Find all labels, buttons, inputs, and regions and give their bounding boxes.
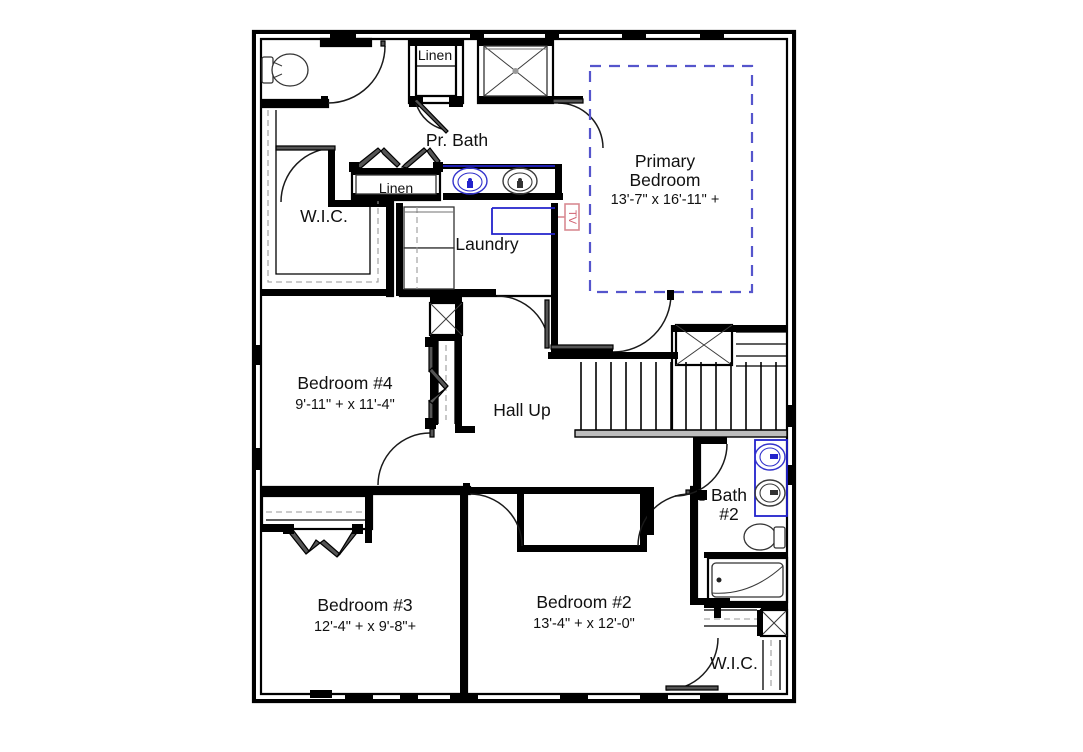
room-label-bedroom-4: Bedroom #4 <box>297 373 393 393</box>
wic-primary-walls <box>261 145 395 298</box>
sink-right-icon <box>502 167 538 195</box>
wic-primary-shelving <box>267 110 379 283</box>
room-label-primary-bedroom-line1: Primary <box>635 151 696 171</box>
room-label-hall-up: Hall Up <box>493 400 550 420</box>
washer-dryer-icon <box>403 206 455 290</box>
room-label-wic-primary: W.I.C. <box>300 206 348 226</box>
wic-bedroom2-walls <box>704 606 789 690</box>
room-label-bath-2-line1: Bath <box>711 485 747 505</box>
room-dim-bedroom-3: 12'-4" + x 9'-8"+ <box>314 619 416 635</box>
bedroom-3-walls <box>260 492 469 698</box>
laundry-walls <box>396 203 558 349</box>
sink-lower-bath2-icon <box>754 479 786 507</box>
room-label-linen-middle: Linen <box>379 180 413 196</box>
room-label-linen-top: Linen <box>418 47 452 63</box>
primary-bedroom-zone <box>588 64 754 294</box>
tv-marker-label: TV <box>566 210 578 225</box>
room-dim-primary-bedroom: 13'-7" x 16'-11" + <box>611 192 720 208</box>
bathtub-icon <box>706 556 789 604</box>
room-label-laundry: Laundry <box>455 234 518 254</box>
toilet-bath2-icon <box>743 523 786 551</box>
shower-icon <box>476 39 555 105</box>
bedroom-4-walls <box>377 296 475 486</box>
stairs-icon <box>548 323 788 438</box>
room-label-bedroom-3: Bedroom #3 <box>317 595 412 615</box>
pr-bath-toilet-closet <box>261 37 386 109</box>
room-label-bedroom-2: Bedroom #2 <box>536 592 631 612</box>
room-dim-bedroom-2: 13'-4" + x 12'-0" <box>533 616 635 632</box>
room-label-pr-bath: Pr. Bath <box>426 130 488 150</box>
exterior-walls <box>251 29 797 704</box>
room-labels: Primary Bedroom 13'-7" x 16'-11" + Pr. B… <box>295 47 758 673</box>
linen-closet-top <box>407 39 465 134</box>
primary-bedroom-south-wall <box>550 290 674 353</box>
linen-closet-middle <box>349 147 443 202</box>
room-label-primary-bedroom-line2: Bedroom <box>629 170 700 190</box>
bath-2-walls <box>674 437 789 608</box>
sink-upper-bath2-icon <box>754 443 786 471</box>
room-label-bath-2-line2: #2 <box>719 504 738 524</box>
tv-marker: TV <box>558 203 580 231</box>
toilet-icon <box>261 53 309 87</box>
pr-bath-vanity <box>443 164 563 200</box>
sink-left-icon <box>452 167 488 195</box>
room-dim-bedroom-4: 9'-11" + x 11'-4" <box>295 397 395 413</box>
room-label-wic-bedroom2: W.I.C. <box>710 653 758 673</box>
exterior-window-marks <box>253 31 795 702</box>
